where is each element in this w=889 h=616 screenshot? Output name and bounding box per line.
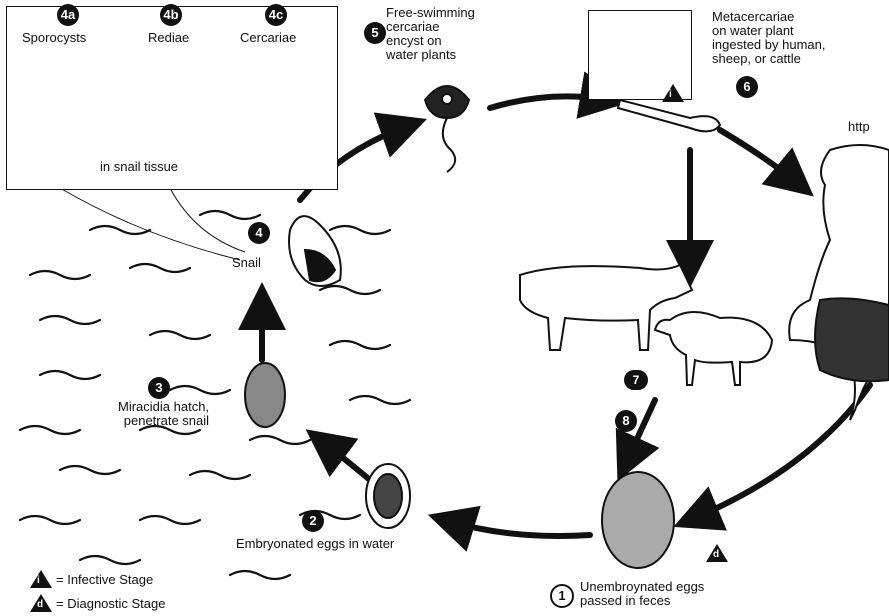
stage-4a-badge: 4a <box>57 4 79 26</box>
stage-2-label: Embryonated eggs in water <box>236 537 394 551</box>
stage-4b-badge: 4b <box>160 4 182 26</box>
stage-6-badge: 6 <box>736 76 758 98</box>
water-waves <box>20 211 410 579</box>
diagnostic-marker-icon: d <box>706 544 728 562</box>
in-snail-tissue-label: in snail tissue <box>100 160 178 174</box>
cow-illustration <box>520 265 692 350</box>
stage-4-label: Snail <box>232 256 261 270</box>
stage-4a-label: Sporocysts <box>22 31 86 45</box>
miracidium-illustration <box>245 363 285 427</box>
stage-5-label: Free-swimming cercariae encyst on water … <box>386 6 475 62</box>
infective-marker-icon: i <box>662 84 684 102</box>
stage-4-badge: 4 <box>248 222 270 244</box>
embryonated-egg-illustration <box>366 464 410 528</box>
stage-4c-label: Cercariae <box>240 31 296 45</box>
free-cercaria-illustration <box>425 86 469 172</box>
human-illustration <box>789 145 889 420</box>
unembryonated-egg-illustration <box>602 472 674 568</box>
legend-diagnostic-icon: d <box>30 594 52 612</box>
stage-1-badge: 1 <box>550 584 574 608</box>
edge-text: http <box>848 120 870 134</box>
stage-1-label: Unembroynated eggs passed in feces <box>580 580 704 608</box>
snail-illustration <box>289 216 341 286</box>
stage-6-label: Metacercariae on water plant ingested by… <box>712 10 825 66</box>
sheep-illustration <box>655 312 772 385</box>
stage-4b-label: Rediae <box>148 31 189 45</box>
legend-infective-label: = Infective Stage <box>56 573 153 587</box>
stage-8-badge: 8 <box>615 410 637 432</box>
stage-2-badge: 2 <box>302 510 324 532</box>
stage-7-badge: 7 <box>624 370 648 390</box>
stage-5-badge: 5 <box>364 22 386 44</box>
stage-3-badge: 3 <box>148 377 170 399</box>
spoon-illustration <box>618 100 720 131</box>
stage-4c-badge: 4c <box>265 4 287 26</box>
legend-infective-icon: i <box>30 570 52 588</box>
legend-diagnostic-label: = Diagnostic Stage <box>56 597 165 611</box>
stage-3-label: Miracidia hatch, penetrate snail <box>118 400 209 428</box>
